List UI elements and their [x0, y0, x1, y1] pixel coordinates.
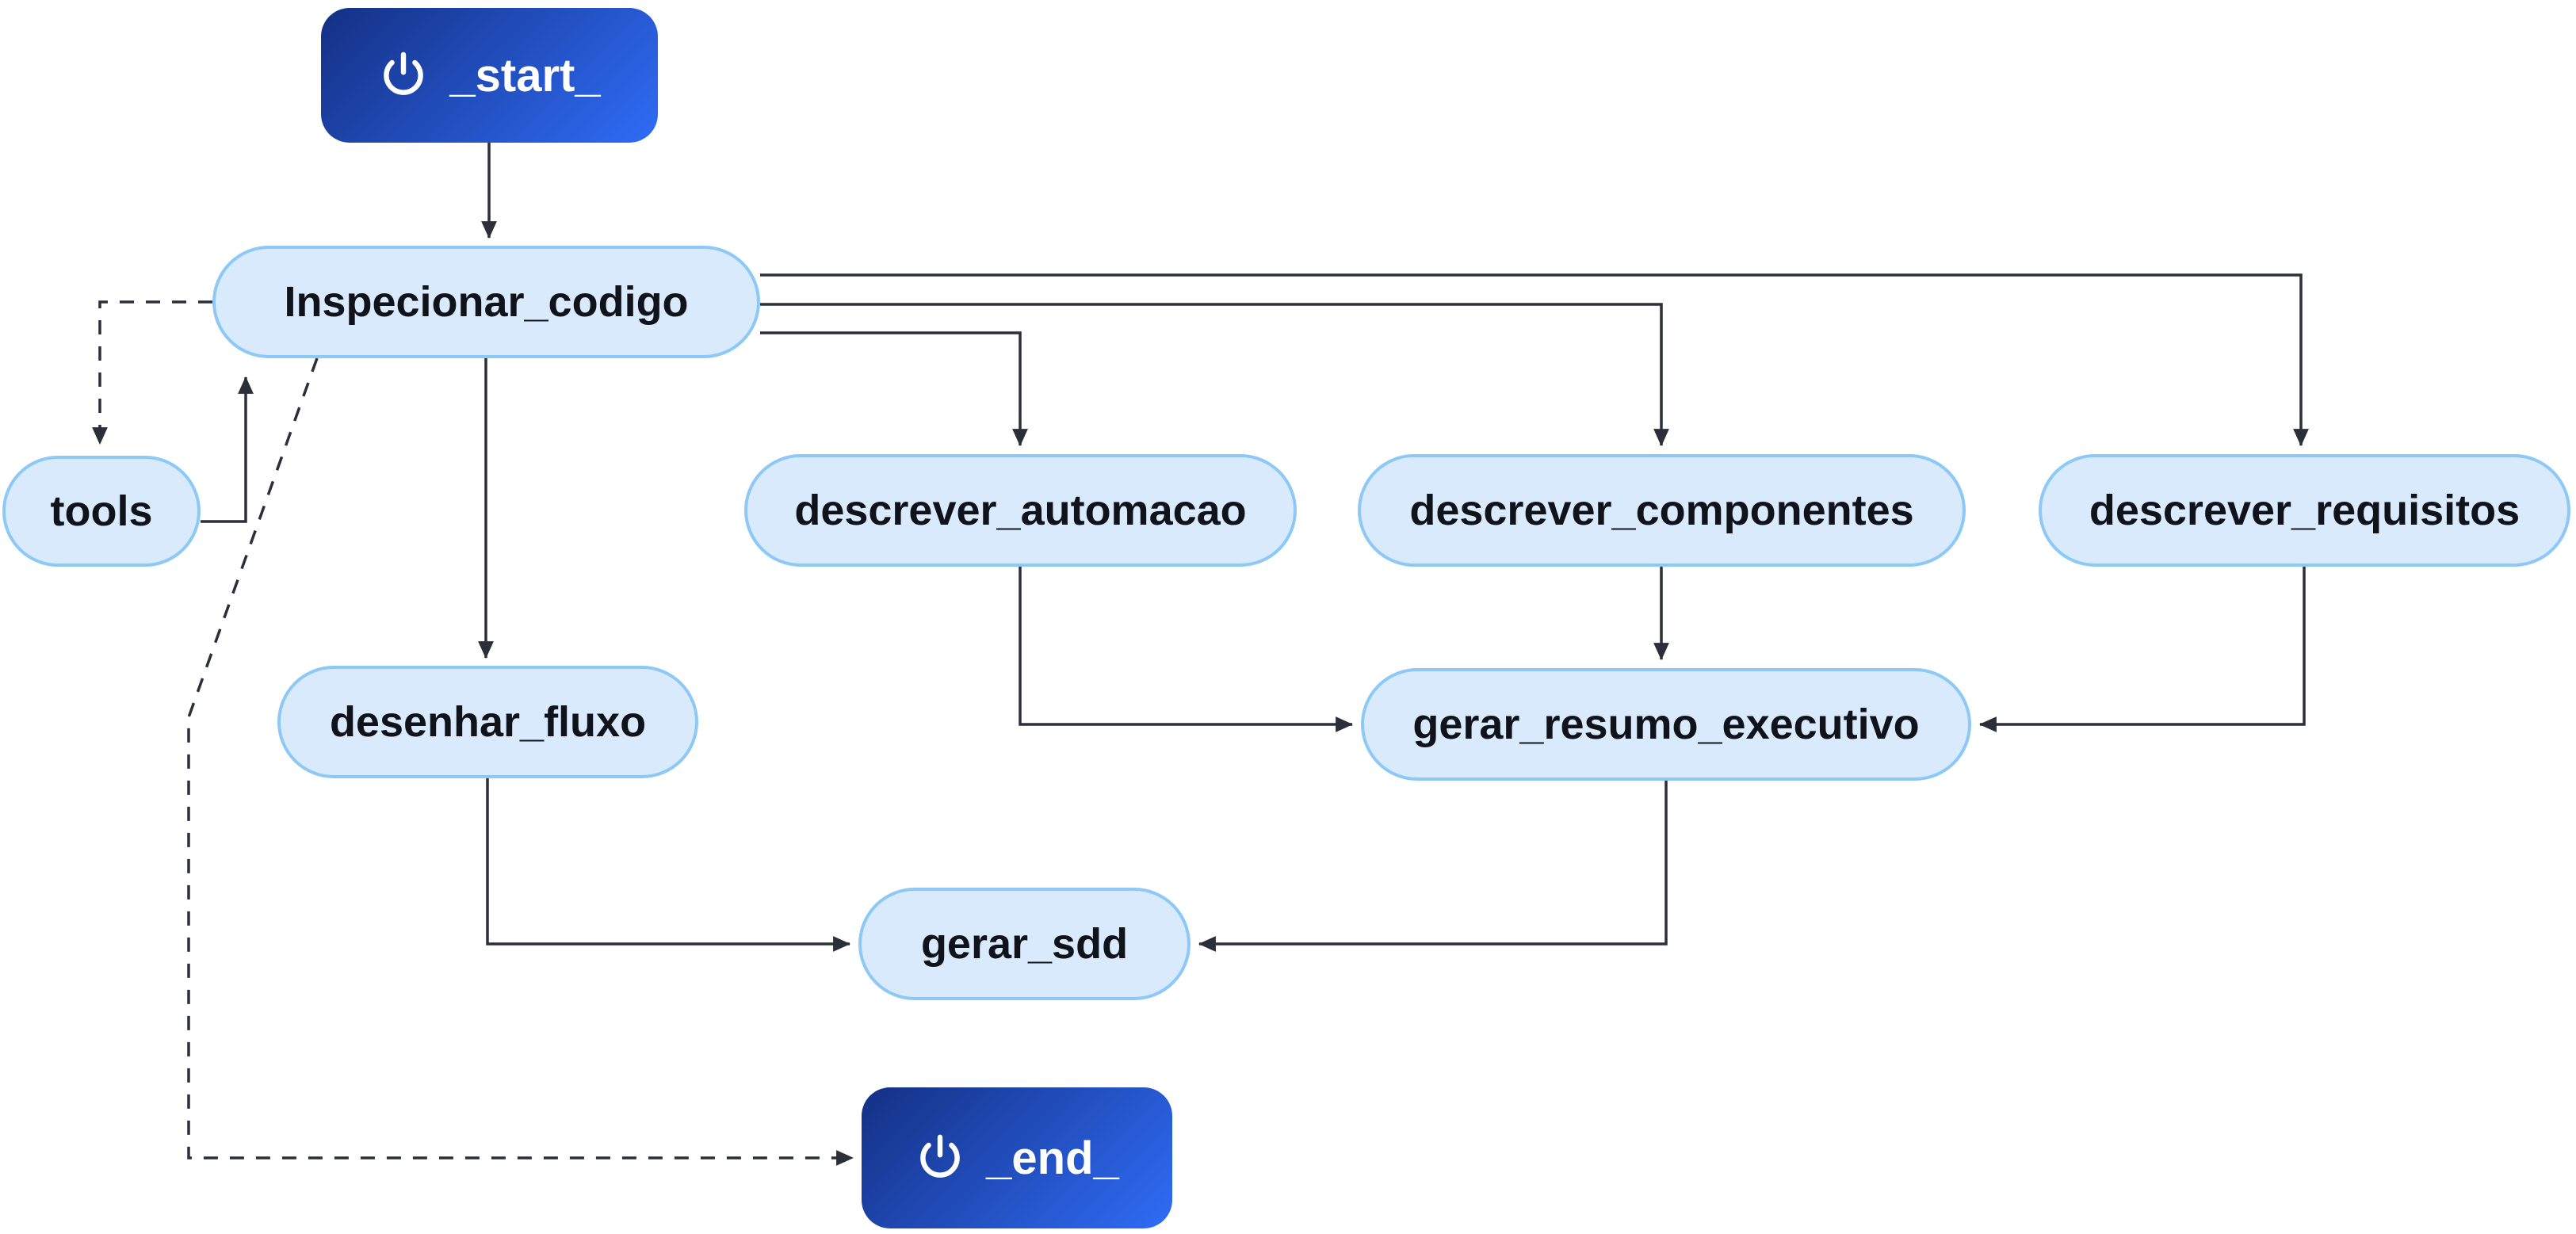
node-descrever_componentes[interactable]: descrever_componentes: [1358, 454, 1966, 567]
node-label-descrever_componentes: descrever_componentes: [1409, 487, 1914, 534]
edge-inspecionar_codigo-to-descrever_automacao: [760, 331, 1028, 447]
node-descrever_requisitos[interactable]: descrever_requisitos: [2039, 454, 2570, 567]
node-gerar_sdd[interactable]: gerar_sdd: [858, 888, 1191, 1000]
node-label-descrever_requisitos: descrever_requisitos: [2089, 487, 2521, 534]
node-label-_end_: _end_: [986, 1132, 1119, 1184]
node-label-descrever_automacao: descrever_automacao: [794, 487, 1247, 534]
power-icon: [384, 52, 424, 95]
node-descrever_automacao[interactable]: descrever_automacao: [744, 454, 1297, 567]
node-label-gerar_sdd: gerar_sdd: [920, 920, 1129, 968]
node-label-tools: tools: [50, 487, 153, 535]
node-_start_[interactable]: _start_: [321, 8, 658, 143]
edge-inspecionar_codigo-to-descrever_requisitos: [760, 273, 2309, 447]
node-label-_start_: _start_: [449, 49, 601, 101]
edge-descrever_automacao-to-gerar_resumo_executivo: [1019, 567, 1354, 732]
edge-descrever_requisitos-to-gerar_resumo_executivo: [1978, 567, 2306, 732]
node-_end_[interactable]: _end_: [862, 1087, 1172, 1228]
node-label-inspecionar_codigo: Inspecionar_codigo: [284, 278, 689, 326]
edge-inspecionar_codigo-to-_end_: [187, 357, 854, 1166]
edge-tools-to-inspecionar_codigo: [201, 376, 254, 523]
node-desenhar_fluxo[interactable]: desenhar_fluxo: [277, 666, 698, 778]
node-tools[interactable]: tools: [2, 456, 201, 567]
edge-desenhar_fluxo-to-gerar_sdd: [486, 778, 851, 952]
node-inspecionar_codigo[interactable]: Inspecionar_codigo: [212, 246, 760, 358]
node-gerar_resumo_executivo[interactable]: gerar_resumo_executivo: [1361, 668, 1971, 781]
node-label-desenhar_fluxo: desenhar_fluxo: [329, 698, 647, 746]
edge-inspecionar_codigo-to-descrever_componentes: [760, 303, 1669, 447]
edge-inspecionar_codigo-to-tools: [92, 300, 212, 445]
node-label-gerar_resumo_executivo: gerar_resumo_executivo: [1412, 701, 1920, 748]
edge-gerar_resumo_executivo-to-gerar_sdd: [1198, 781, 1668, 952]
power-icon: [920, 1134, 960, 1178]
